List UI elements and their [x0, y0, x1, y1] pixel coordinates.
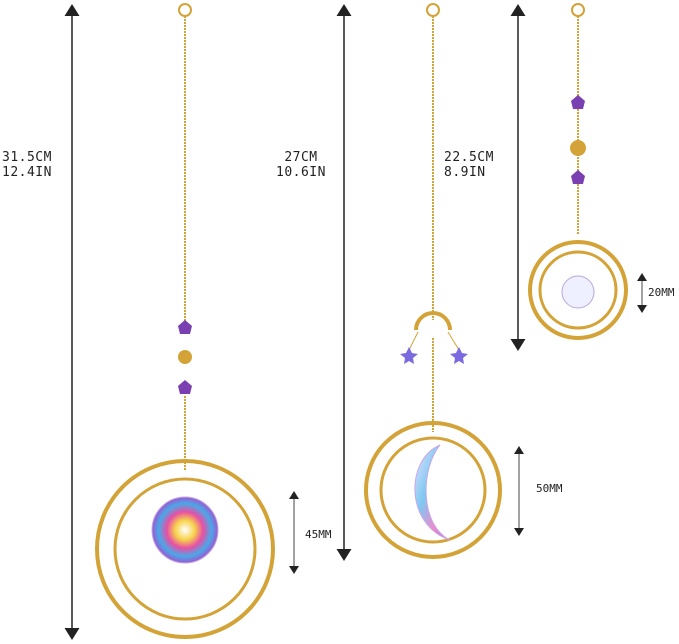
length-cm-2: 27CM: [284, 150, 318, 165]
suncatcher-ball: [528, 3, 628, 340]
crystal-size-3: 20MM: [648, 286, 675, 299]
length-in-2: 10.6IN: [276, 165, 326, 180]
length-in-3: 8.9IN: [444, 165, 486, 180]
crystal-size-1: 45MM: [305, 528, 332, 541]
crystal-size-2: 50MM: [536, 482, 563, 495]
suncatcher-flower: [95, 3, 275, 639]
length-cm-1: 31.5CM: [2, 150, 52, 165]
length-in-1: 12.4IN: [2, 165, 52, 180]
suncatcher-moon: [364, 3, 502, 559]
length-cm-3: 22.5CM: [444, 150, 494, 165]
